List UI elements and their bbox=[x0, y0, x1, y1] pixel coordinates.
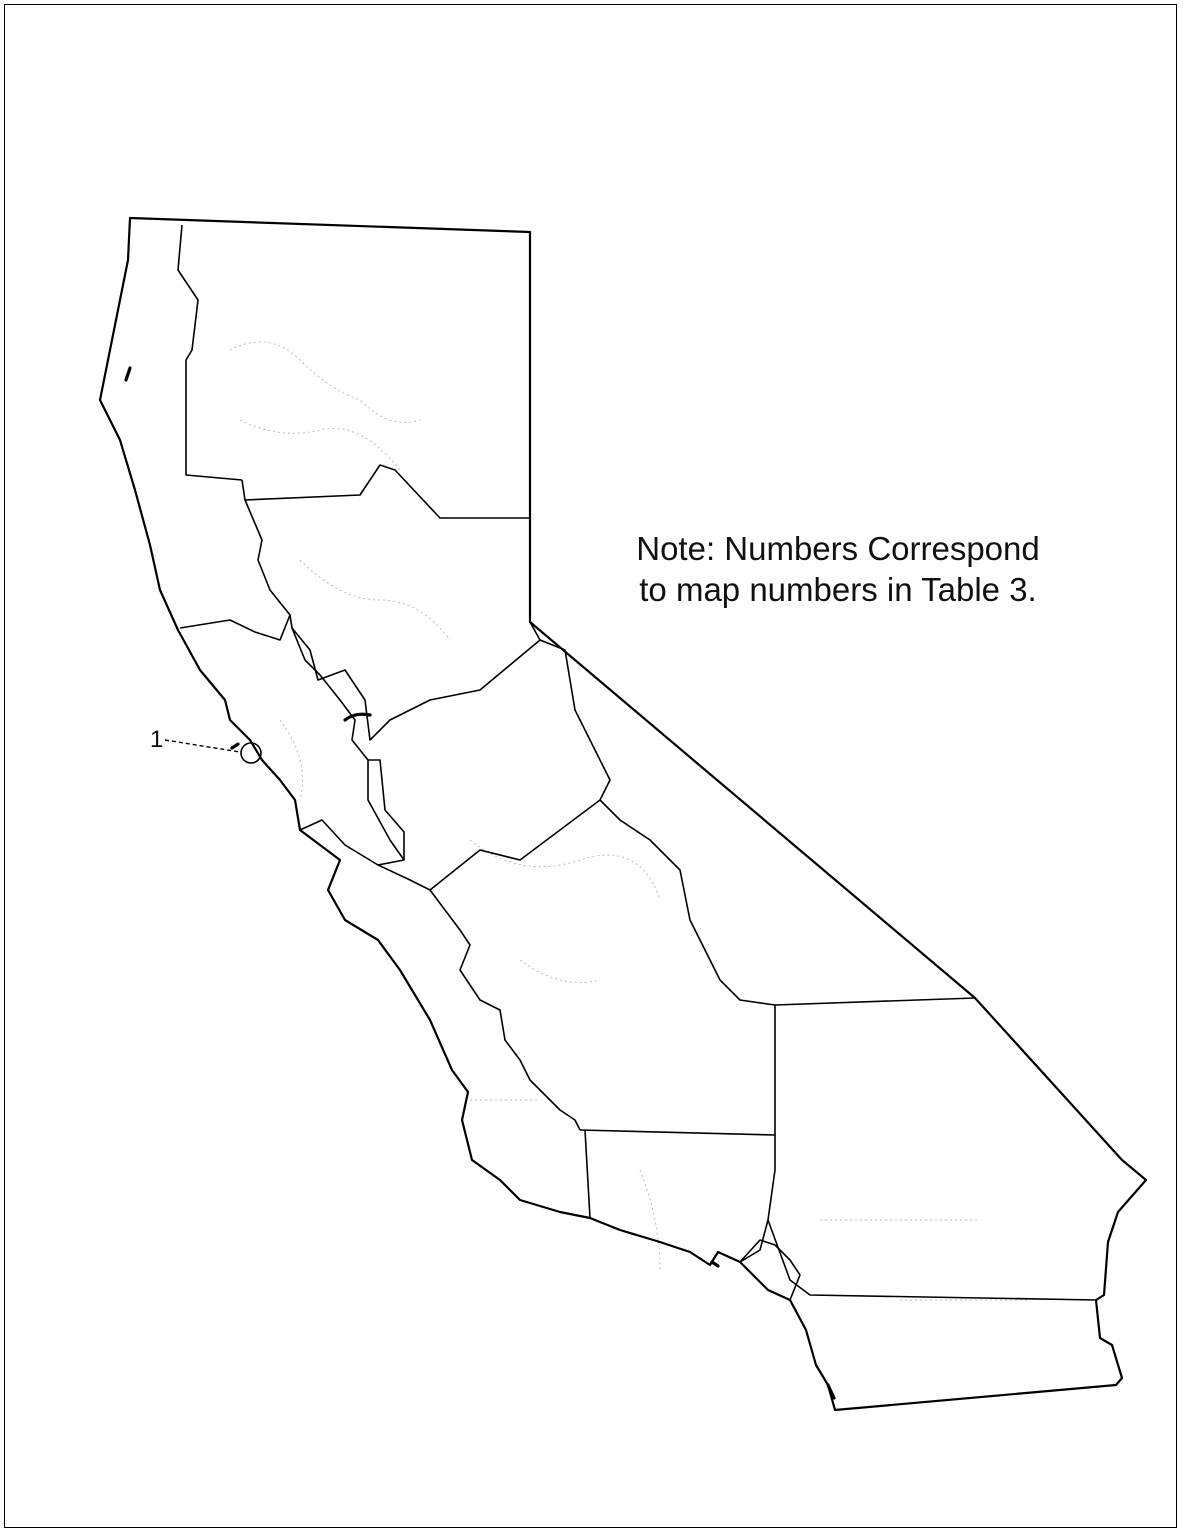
faint-streams bbox=[229, 341, 1030, 1301]
state-outline bbox=[98, 216, 1148, 1412]
boundary-sacramento bbox=[289, 614, 541, 741]
region-boundaries bbox=[177, 224, 1097, 1301]
map-note: Note: Numbers Correspond to map numbers … bbox=[548, 528, 1128, 610]
water-bodies bbox=[124, 366, 836, 1400]
boundary-bay-area bbox=[291, 627, 405, 866]
boundary-coast-north bbox=[179, 499, 291, 641]
boundary-colorado-river bbox=[767, 1219, 1097, 1301]
site-label-1: 1 bbox=[150, 726, 164, 753]
boundary-tulare bbox=[599, 799, 776, 1006]
boundary-central-coast bbox=[377, 864, 581, 1131]
site-marker-1 bbox=[164, 739, 262, 764]
boundary-north-west bbox=[177, 224, 243, 481]
page-frame bbox=[4, 4, 1177, 1528]
boundary-sierra-east bbox=[429, 639, 611, 891]
boundary-tulare-south bbox=[579, 997, 976, 1136]
map-note-line-1: Note: Numbers Correspond bbox=[636, 530, 1040, 567]
boundary-santa-ana bbox=[739, 1239, 801, 1301]
boundary-los-angeles bbox=[584, 1129, 591, 1219]
boundary-sierra bbox=[368, 759, 405, 860]
map-note-line-2: to map numbers in Table 3. bbox=[639, 571, 1037, 608]
boundary-north-south bbox=[241, 464, 530, 519]
